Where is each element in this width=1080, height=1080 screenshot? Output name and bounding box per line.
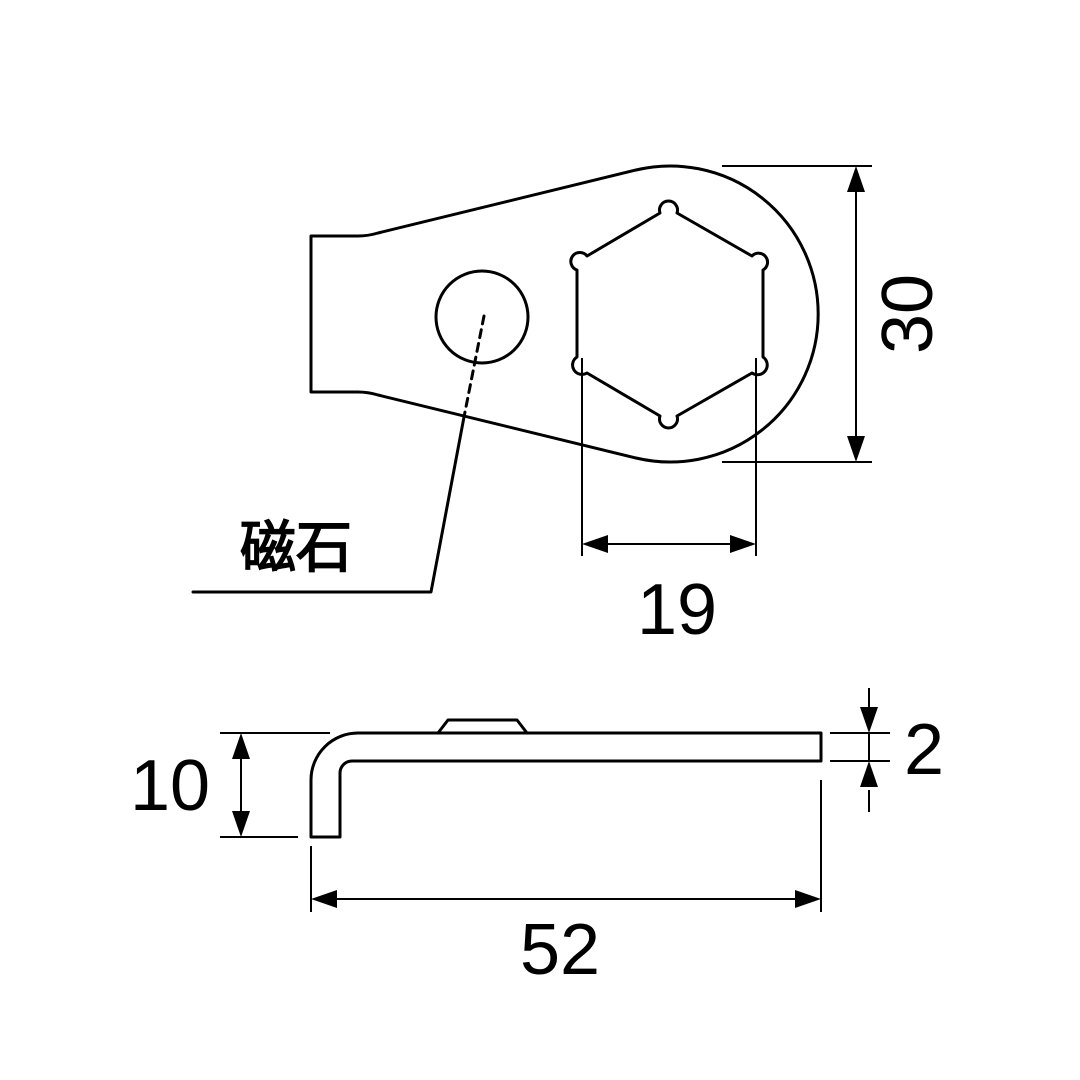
thickness-label: 2	[904, 710, 944, 790]
outer-size-label: 30	[868, 274, 948, 354]
dimension-19	[581, 358, 757, 556]
top-view: 磁石 19 30	[191, 164, 948, 650]
arrow-down	[232, 811, 250, 837]
magnet-leader-line	[191, 415, 466, 594]
side-view: 10 2 52	[130, 688, 944, 990]
magnet-label: 磁石	[240, 516, 352, 581]
magnet-bump	[436, 718, 529, 735]
wrench-outline	[309, 164, 820, 464]
dimension-2	[830, 688, 890, 812]
arrow-up	[847, 166, 865, 192]
dimension-10	[220, 732, 330, 838]
dimension-30	[722, 165, 872, 463]
arrow-right	[730, 535, 756, 553]
arrow-left	[582, 535, 608, 553]
dimension-52	[310, 780, 822, 912]
arrow-up	[860, 761, 878, 787]
hex-opening	[569, 199, 770, 430]
side-profile	[309, 731, 823, 839]
height-label: 10	[130, 746, 210, 826]
arrow-right	[795, 890, 821, 908]
hex-size-label: 19	[637, 570, 717, 650]
length-label: 52	[520, 910, 600, 990]
arrow-down	[860, 707, 878, 733]
arrow-left	[311, 890, 337, 908]
magnet-leader-dashed	[462, 314, 486, 419]
arrow-down	[847, 436, 865, 462]
arrow-up	[232, 733, 250, 759]
magnet-circle	[434, 269, 530, 365]
